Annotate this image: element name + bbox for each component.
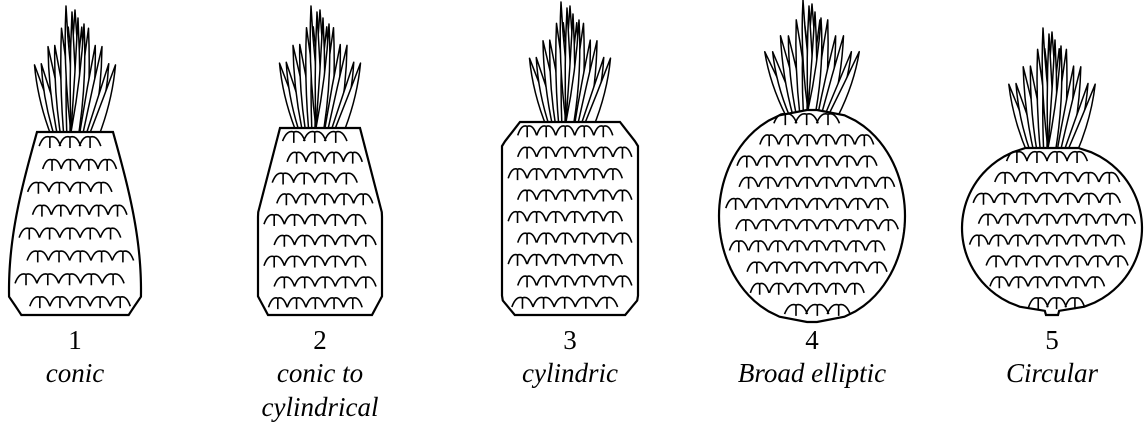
fruit-body-outline bbox=[9, 132, 141, 315]
fruit-4: 4 Broad elliptic bbox=[712, 0, 912, 320]
fruit-shape-label: conic bbox=[0, 356, 185, 390]
fruit-body-outline bbox=[258, 128, 382, 315]
fruit-1: 1 conic bbox=[5, 0, 145, 320]
pineapple-broad-elliptic-icon bbox=[712, 0, 912, 320]
fruit-number: 3 bbox=[490, 325, 650, 355]
fruit-shape-label-line2: cylindrical bbox=[210, 390, 430, 424]
pineapple-circular-icon bbox=[960, 0, 1144, 320]
fruit-number: 5 bbox=[960, 325, 1144, 355]
fruit-number: 4 bbox=[712, 325, 912, 355]
pineapple-conic-to-cylindrical-icon bbox=[250, 0, 390, 320]
fruit-2: 2 conic to cylindrical bbox=[250, 0, 390, 320]
fruit-body-outline bbox=[719, 110, 905, 322]
pineapple-conic-icon bbox=[5, 0, 145, 320]
fruit-shape-label-line1: cylindric bbox=[522, 358, 618, 388]
fruit-number: 2 bbox=[250, 325, 390, 355]
crown bbox=[35, 6, 116, 138]
fruit-body bbox=[719, 110, 905, 322]
crown bbox=[1009, 28, 1095, 154]
crown bbox=[530, 2, 611, 128]
fruit-5: 5 Circular bbox=[960, 0, 1144, 320]
pineapple-cylindric-icon bbox=[490, 0, 650, 320]
crown bbox=[280, 6, 361, 134]
fruit-shape-label: conic to cylindrical bbox=[210, 356, 430, 424]
fruit-body bbox=[962, 148, 1142, 315]
fruit-body bbox=[9, 132, 141, 315]
fruit-shape-label: Broad elliptic bbox=[672, 356, 952, 390]
fruit-number: 1 bbox=[5, 325, 145, 355]
fruit-body-outline bbox=[502, 122, 638, 315]
crown bbox=[765, 0, 860, 116]
fruit-body bbox=[502, 122, 638, 315]
fruit-shape-label-line1: Circular bbox=[1006, 358, 1098, 388]
fruit-shape-label: cylindric bbox=[450, 356, 690, 390]
fruit-shape-label-line1: Broad elliptic bbox=[738, 358, 886, 388]
fruit-shape-label: Circular bbox=[920, 356, 1144, 390]
fruit-3: 3 cylindric bbox=[490, 0, 650, 320]
fruit-body bbox=[258, 128, 382, 315]
fruit-shape-label-line1: conic bbox=[46, 358, 104, 388]
fruit-shape-label-line1: conic to bbox=[277, 358, 363, 388]
